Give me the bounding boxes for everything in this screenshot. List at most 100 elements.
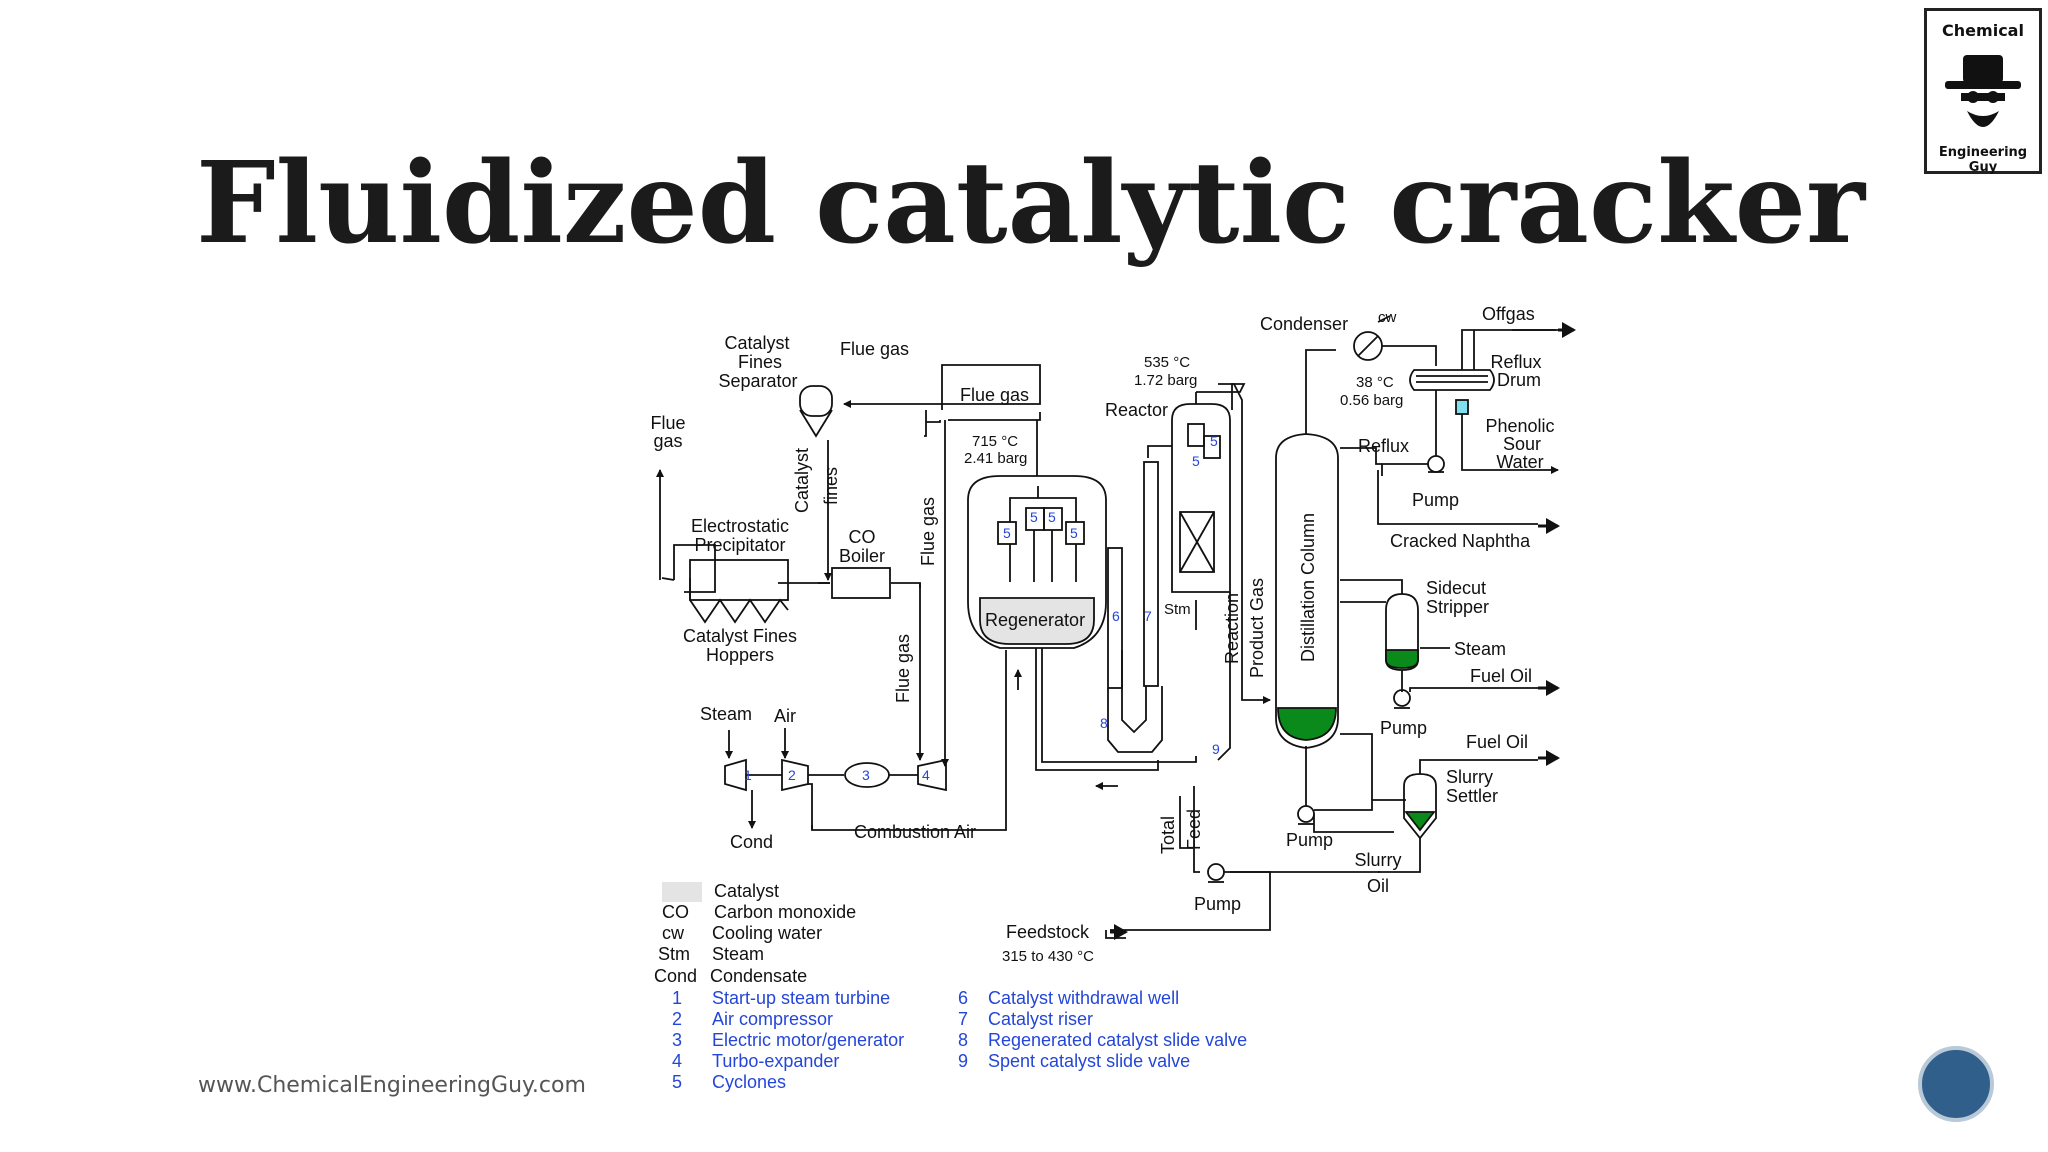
legend-num: 4 — [672, 1051, 682, 1071]
detective-hat-icon — [1945, 55, 2021, 127]
label-steam-stripper: Steam — [1454, 639, 1506, 659]
svg-text:Slurry: Slurry — [1446, 767, 1493, 787]
regenerator-vessel — [967, 420, 1107, 649]
footer-url[interactable]: www.ChemicalEngineeringGuy.com — [198, 1073, 586, 1098]
label-pump-reflux: Pump — [1412, 490, 1459, 510]
svg-text:Reflux: Reflux — [1490, 352, 1541, 372]
svg-text:Catalyst Fines: Catalyst Fines — [683, 626, 797, 646]
svg-text:Phenolic: Phenolic — [1485, 416, 1554, 436]
label-condenser-conditions: 38 °C 0.56 barg — [1340, 374, 1403, 409]
equip-num-2: 2 — [788, 767, 796, 783]
label-phenolic-sour-water: Phenolic Sour Water — [1485, 416, 1554, 472]
legend-text: Electric motor/generator — [712, 1030, 904, 1050]
label-catalyst-fines-vertical: Catalyst — [792, 448, 812, 513]
legend-text: Catalyst riser — [988, 1009, 1093, 1029]
equip-num-9: 9 — [1212, 741, 1220, 757]
slurry-settler — [1230, 759, 1538, 873]
svg-text:2.41 barg: 2.41 barg — [964, 450, 1027, 467]
legend-value: Condensate — [710, 966, 807, 986]
legend-key: cw — [662, 923, 685, 943]
riser-and-reactor — [1107, 383, 1246, 761]
label-feedstock-temp: 315 to 430 °C — [1002, 948, 1094, 965]
label-flue-gas-top2: Flue gas — [960, 385, 1029, 405]
svg-text:Stripper: Stripper — [1426, 597, 1489, 617]
svg-text:Oil: Oil — [1367, 876, 1389, 896]
label-slurry-settler: Slurry Settler — [1446, 767, 1498, 806]
label-feedstock: Feedstock — [1006, 922, 1090, 942]
legend-num: 9 — [958, 1051, 968, 1071]
label-product-gas: Product Gas — [1247, 578, 1267, 678]
svg-text:Sour: Sour — [1503, 434, 1541, 454]
svg-text:Boiler: Boiler — [839, 546, 885, 566]
equip-num-8: 8 — [1100, 715, 1108, 731]
label-reactor: Reactor — [1105, 400, 1168, 420]
svg-text:Slurry: Slurry — [1354, 850, 1401, 870]
label-sidecut-stripper: Sidecut Stripper — [1426, 578, 1489, 617]
svg-text:Settler: Settler — [1446, 786, 1498, 806]
legend-numbered: 1 2 3 4 5 Start-up steam turbine Air com… — [672, 988, 1247, 1092]
legend-key: Cond — [654, 966, 697, 986]
label-steam-in: Steam — [700, 704, 752, 724]
label-reactor-conditions: 535 °C 1.72 barg — [1134, 354, 1197, 389]
legend-num: 3 — [672, 1030, 682, 1050]
legend-num: 1 — [672, 988, 682, 1008]
legend-abbreviations: CO cw Stm Cond Catalyst Carbon monoxide … — [654, 881, 856, 986]
svg-text:Catalyst: Catalyst — [724, 333, 789, 353]
equip-num-3: 3 — [862, 767, 870, 783]
equip-num-7: 7 — [1144, 608, 1152, 624]
svg-text:Water: Water — [1496, 452, 1543, 472]
svg-text:715 °C: 715 °C — [972, 433, 1018, 450]
label-offgas: Offgas — [1482, 304, 1535, 324]
legend-key: Stm — [658, 944, 690, 964]
svg-text:Fines: Fines — [738, 352, 782, 372]
legend-num: 8 — [958, 1030, 968, 1050]
legend-catalyst-swatch — [662, 882, 702, 902]
sidecut-stripper — [1340, 579, 1538, 709]
label-fuel-oil-2: Fuel Oil — [1466, 732, 1528, 752]
logo-text-top: Chemical — [1942, 21, 2024, 40]
label-condenser: Condenser — [1260, 314, 1348, 334]
label-catalyst-fines-separator: Catalyst Fines Separator — [718, 333, 797, 391]
label-reaction: Reaction — [1222, 593, 1242, 664]
label-cond-out: Cond — [730, 832, 773, 852]
slide-title: Fluidized catalytic cracker — [196, 138, 1866, 269]
feed-system — [1105, 786, 1271, 939]
electrostatic-precipitator — [689, 559, 789, 624]
label-fines-vertical: fines — [821, 467, 841, 505]
label-reflux-drum: Reflux Drum — [1490, 352, 1541, 390]
equip-num-5e: 5 — [1192, 453, 1200, 469]
equip-num-1: 1 — [744, 767, 752, 783]
equip-num-6: 6 — [1112, 608, 1120, 624]
svg-text:gas: gas — [653, 431, 682, 451]
label-flue-gas-vertical2: Flue gas — [893, 634, 913, 703]
svg-text:Hoppers: Hoppers — [706, 645, 774, 665]
label-flue-gas-left: Flue gas — [650, 413, 685, 451]
equip-num-5a: 5 — [1003, 525, 1011, 541]
svg-text:Flue: Flue — [650, 413, 685, 433]
legend-text: Start-up steam turbine — [712, 988, 890, 1008]
label-regenerator: Regenerator — [985, 610, 1085, 630]
label-hoppers: Catalyst Fines Hoppers — [683, 626, 797, 665]
svg-text:Electrostatic: Electrostatic — [691, 516, 789, 536]
svg-text:Sidecut: Sidecut — [1426, 578, 1486, 598]
svg-text:1.72 barg: 1.72 barg — [1134, 372, 1197, 389]
legend-key: CO — [662, 902, 689, 922]
equip-num-5f: 5 — [1210, 433, 1218, 449]
equip-num-5b: 5 — [1030, 509, 1038, 525]
label-combustion-air: Combustion Air — [854, 822, 976, 842]
catalyst-fines-separator — [799, 385, 833, 438]
label-reflux: Reflux — [1358, 436, 1409, 456]
svg-text:0.56 barg: 0.56 barg — [1340, 392, 1403, 409]
legend-text: Spent catalyst slide valve — [988, 1051, 1190, 1071]
svg-text:CO: CO — [849, 527, 876, 547]
label-stm: Stm — [1164, 601, 1191, 618]
equip-num-4: 4 — [922, 767, 930, 783]
label-pump-sidecut: Pump — [1380, 718, 1427, 738]
page-badge[interactable] — [1918, 1046, 1994, 1122]
legend-text: Turbo-expander — [712, 1051, 839, 1071]
label-air-in: Air — [774, 706, 796, 726]
equip-num-5d: 5 — [1070, 525, 1078, 541]
svg-text:38 °C: 38 °C — [1356, 374, 1394, 391]
label-feed: Feed — [1184, 809, 1204, 850]
legend-text: Cyclones — [712, 1072, 786, 1092]
